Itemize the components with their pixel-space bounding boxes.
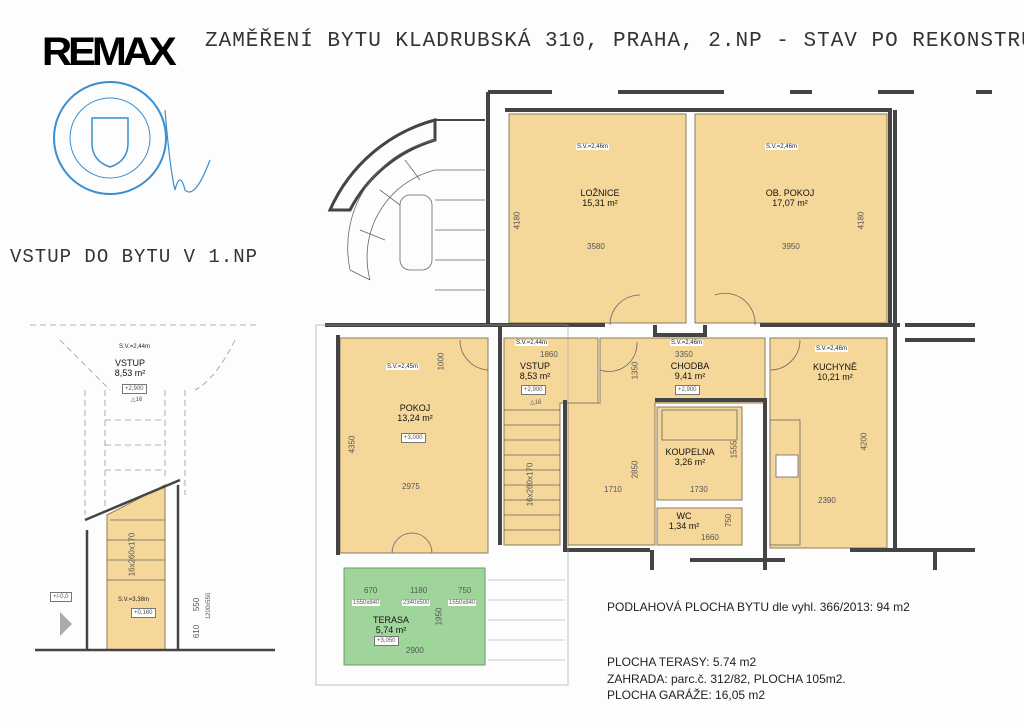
level-mark: +/-0,0 bbox=[50, 592, 72, 602]
dimension: 4180 bbox=[856, 211, 866, 230]
dimension: 2390 bbox=[818, 496, 836, 505]
entrance-arrow-icon bbox=[60, 612, 72, 636]
room-height: S.V.=2,46m bbox=[576, 144, 609, 150]
dimension: 1350 bbox=[630, 361, 640, 380]
dimension: 1660 bbox=[701, 533, 719, 542]
dimension: 4200 bbox=[859, 432, 869, 451]
room-height: S.V.=3,38m bbox=[118, 597, 149, 603]
level-mark: +3,050 bbox=[374, 636, 399, 646]
dimension: 1200x550 bbox=[206, 592, 213, 620]
dimension: 1860 bbox=[540, 350, 558, 359]
room-chodba bbox=[567, 337, 766, 546]
stamp bbox=[53, 81, 211, 195]
room-height: S.V.=2,44m bbox=[515, 340, 548, 346]
dimension: 3950 bbox=[782, 242, 800, 251]
floor-area-text: PODLAHOVÁ PLOCHA BYTU dle vyhl. 366/2013… bbox=[607, 600, 910, 614]
garden-text: ZAHRADA: parc.č. 312/82, PLOCHA 105m2. bbox=[607, 672, 846, 686]
subtitle: VSTUP DO BYTU V 1.NP bbox=[10, 246, 259, 268]
stair-arrow-icon: △16 bbox=[131, 397, 143, 403]
stair-spec: 16x260x170 bbox=[127, 532, 137, 577]
dimension: 1950 bbox=[434, 607, 444, 626]
room-height: S.V.=2,46m bbox=[815, 346, 848, 352]
dimension: 4180 bbox=[512, 211, 522, 230]
terrace-area-text: PLOCHA TERASY: 5.74 m2 bbox=[607, 655, 757, 669]
garage-area-text: PLOCHA GARÁŽE: 16,05 m2 bbox=[607, 688, 766, 702]
dimension: 1730 bbox=[690, 485, 708, 494]
room-pokoj bbox=[339, 337, 489, 554]
dimension: 1555 bbox=[729, 440, 739, 459]
dimension: 2850 bbox=[630, 460, 640, 479]
dimension: 550 bbox=[192, 597, 202, 612]
dimension: 670 bbox=[364, 586, 378, 595]
dimension: 750 bbox=[458, 586, 472, 595]
dimension: 610 bbox=[192, 624, 202, 639]
dimension: 3580 bbox=[587, 242, 605, 251]
dimension: 4350 bbox=[347, 435, 357, 454]
opening-size: 1550x840 bbox=[352, 600, 381, 606]
dimension: 1710 bbox=[604, 485, 622, 494]
remax-logo: REMAX bbox=[41, 30, 177, 74]
dimension: 2900 bbox=[406, 646, 424, 655]
room-height: S.V.=2,44m bbox=[118, 344, 151, 350]
dimension: 1180 bbox=[410, 586, 428, 595]
stair-spec: 16x260x170 bbox=[525, 462, 535, 507]
stairs bbox=[107, 409, 560, 581]
room-kuchyne bbox=[769, 337, 888, 549]
level-mark: +3,000 bbox=[401, 433, 426, 443]
dimension: 750 bbox=[724, 513, 734, 528]
opening-size: 1550x840 bbox=[448, 600, 477, 606]
dimension: 1000 bbox=[436, 352, 446, 371]
room-wc bbox=[656, 507, 743, 546]
level-mark: +2,900 bbox=[675, 385, 700, 395]
room-height: S.V.=2,45m bbox=[386, 364, 419, 370]
dimension: 3350 bbox=[675, 350, 693, 359]
level-mark: +2,900 bbox=[521, 385, 546, 395]
room-terasa bbox=[343, 567, 486, 666]
page-title: ZAMĚŘENÍ BYTU KLADRUBSKÁ 310, PRAHA, 2.N… bbox=[205, 30, 1024, 53]
dimension: 2975 bbox=[402, 482, 420, 491]
room-height: S.V.=2,46m bbox=[765, 144, 798, 150]
level-mark: +0,160 bbox=[131, 608, 156, 618]
opening-size: 2340x500 bbox=[402, 600, 431, 606]
stair-arrow-icon: △16 bbox=[530, 400, 542, 406]
room-height: S.V.=2,46m bbox=[670, 340, 703, 346]
room-koupelna bbox=[656, 406, 743, 501]
level-mark: +2,900 bbox=[122, 384, 147, 394]
